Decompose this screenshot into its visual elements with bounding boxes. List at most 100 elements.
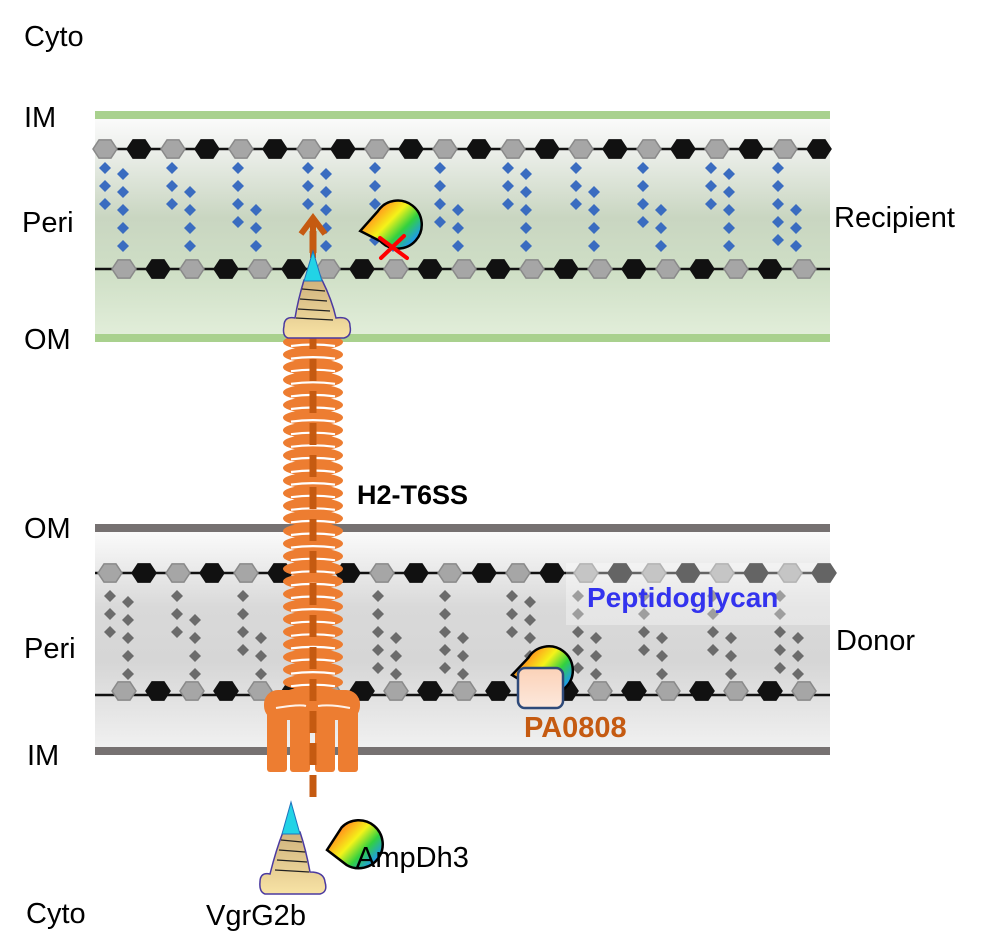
nag-sugar (111, 681, 137, 701)
sheath-ring-highlight (290, 608, 336, 612)
stem-peptide-recipient (232, 162, 244, 174)
nag-sugar (437, 563, 463, 583)
stem-peptide-recipient (369, 162, 381, 174)
nag-sugar (179, 259, 205, 279)
stem-peptide-donor (390, 668, 402, 680)
nag-sugar (383, 259, 409, 279)
effector-ampdh3-cyto-icon (325, 819, 384, 870)
stem-peptide-donor (439, 626, 451, 638)
label-pa0808: PA0808 (524, 712, 627, 744)
sheath-ring-highlight (290, 356, 336, 360)
stem-peptide-donor (590, 668, 602, 680)
stem-peptide-donor (638, 644, 650, 656)
nag-sugar (709, 563, 735, 583)
donor-outer-membrane (95, 524, 830, 532)
stem-peptide-recipient (790, 222, 802, 234)
stem-peptide-donor (104, 608, 116, 620)
stem-peptide-donor (457, 668, 469, 680)
sheath-ring-highlight (290, 381, 336, 385)
vgrg-spike-delivered (282, 249, 352, 339)
nag-sugar (655, 259, 681, 279)
label-recipient-peri: Peri (22, 207, 74, 239)
stem-peptide-recipient (250, 222, 262, 234)
stem-peptide-donor (439, 608, 451, 620)
nag-sugar (432, 139, 458, 159)
stem-peptide-recipient (232, 216, 244, 228)
stem-peptide-recipient (570, 180, 582, 192)
stem-peptide-recipient (232, 180, 244, 192)
nam-sugar (213, 259, 239, 279)
stem-peptide-recipient (184, 240, 196, 252)
stem-peptide-donor (524, 632, 536, 644)
stem-peptide-recipient (723, 168, 735, 180)
stem-peptide-donor (506, 590, 518, 602)
stem-peptide-donor (725, 632, 737, 644)
sheath-ring-highlight (290, 482, 336, 486)
nag-sugar (165, 563, 191, 583)
nam-sugar (621, 259, 647, 279)
nam-sugar (689, 259, 715, 279)
stem-peptide-recipient (655, 240, 667, 252)
stem-peptide-recipient (588, 204, 600, 216)
stem-peptide-donor (189, 632, 201, 644)
nag-sugar (111, 259, 137, 279)
stem-peptide-donor (122, 650, 134, 662)
label-donor-cyto: Cyto (26, 898, 86, 930)
stem-peptide-donor (122, 614, 134, 626)
nam-sugar (349, 259, 375, 279)
stem-peptide-donor (725, 650, 737, 662)
nag-sugar (519, 259, 545, 279)
stem-peptide-recipient (588, 222, 600, 234)
nag-sugar (228, 139, 254, 159)
nam-sugar (675, 563, 701, 583)
sheath-ring-highlight (290, 444, 336, 448)
nam-sugar (194, 139, 220, 159)
stem-peptide-recipient (250, 204, 262, 216)
nam-sugar (757, 259, 783, 279)
stem-peptide-recipient (705, 162, 717, 174)
donor-envelope (95, 524, 842, 755)
stem-peptide-donor (792, 632, 804, 644)
spike-bands (274, 839, 310, 873)
vgrg-spike-loaded (259, 800, 384, 895)
nag-sugar (636, 139, 662, 159)
nam-sugar (145, 681, 171, 701)
stem-peptide-donor (506, 626, 518, 638)
stem-peptide-recipient (232, 198, 244, 210)
baseplate (264, 690, 360, 772)
stem-peptide-donor (237, 590, 249, 602)
stem-peptide-donor (707, 644, 719, 656)
baseplate-leg-2 (290, 704, 310, 772)
stem-peptide-recipient (570, 162, 582, 174)
stem-peptide-recipient (434, 198, 446, 210)
sheath-ring-highlight (290, 645, 336, 650)
nam-sugar (689, 681, 715, 701)
stem-peptide-recipient (637, 162, 649, 174)
nam-sugar (417, 259, 443, 279)
baseplate-highlight (275, 704, 351, 709)
nam-sugar (738, 139, 764, 159)
stem-peptide-recipient (320, 168, 332, 180)
stem-peptide-recipient (520, 204, 532, 216)
recipient-outer-membrane (95, 334, 830, 342)
nam-sugar (806, 139, 832, 159)
nam-sugar (743, 563, 769, 583)
label-vgrg2b: VgrG2b (206, 900, 306, 932)
stem-peptide-donor (524, 614, 536, 626)
nag-sugar (97, 563, 123, 583)
stem-peptide-recipient (117, 186, 129, 198)
stem-peptide-donor (372, 662, 384, 674)
nag-sugar (723, 259, 749, 279)
label-donor-peri: Peri (24, 633, 76, 665)
nag-sugar (641, 563, 667, 583)
peptidoglycan-label-backdrop (566, 563, 842, 625)
spike-body (282, 279, 352, 339)
nam-sugar (213, 681, 239, 701)
stem-peptide-donor (572, 608, 584, 620)
baseplate-leg-1 (267, 704, 287, 772)
stem-peptide-donor (707, 626, 719, 638)
stem-peptide-donor (237, 644, 249, 656)
nag-sugar (791, 681, 817, 701)
label-ampdh3: AmpDh3 (356, 842, 469, 874)
